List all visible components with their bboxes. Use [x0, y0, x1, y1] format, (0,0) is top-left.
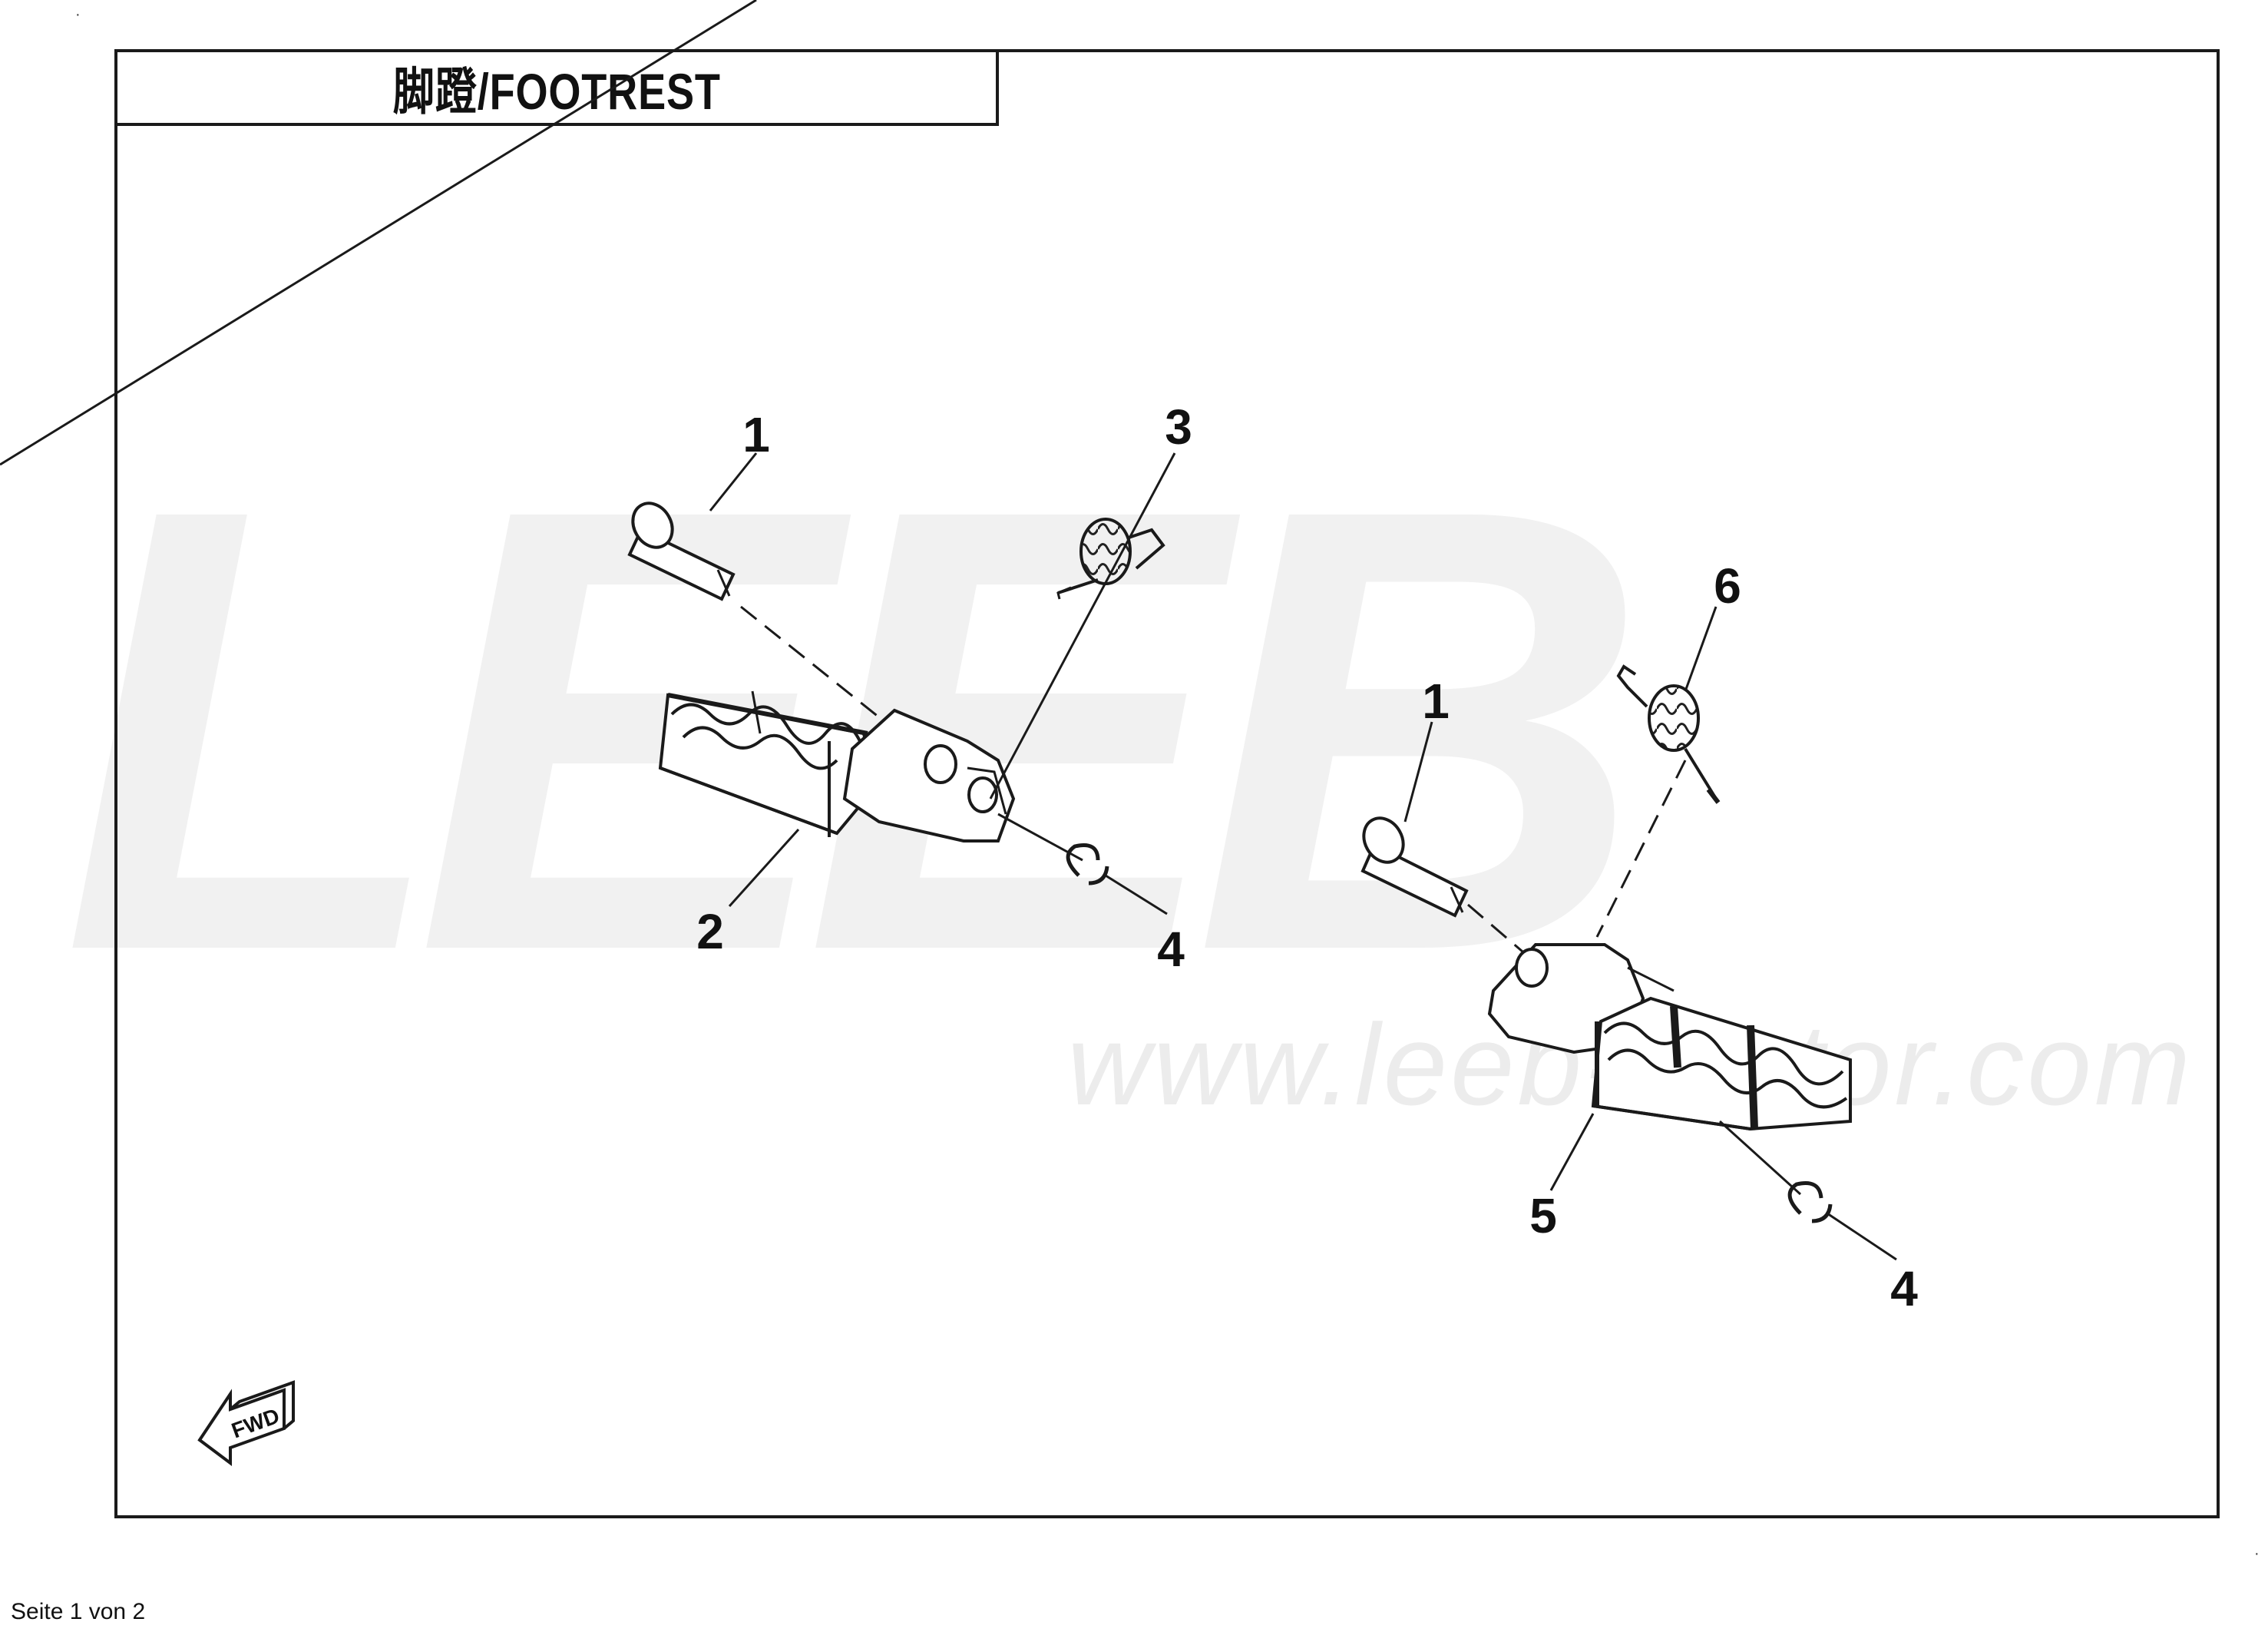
pin-left [627, 502, 736, 601]
eclip-left [1066, 843, 1100, 877]
callout-5: 5 [1529, 1188, 1557, 1243]
title-box: 脚蹬/FOOTREST [114, 49, 999, 126]
drawing-frame [114, 49, 2220, 1518]
right-footrest-assembly [1360, 664, 1852, 1223]
fwd-arrow-icon: FWD [197, 1380, 295, 1466]
leaders-left [0, 0, 1176, 915]
callout-4-right: 4 [1890, 1261, 1918, 1316]
callout-3: 3 [1165, 399, 1192, 455]
callout-2: 2 [696, 904, 724, 959]
page-footer: Seite 1 von 2 [11, 1599, 146, 1624]
spring-right [1616, 664, 1721, 804]
left-footrest-assembly [627, 502, 1165, 886]
callout-6: 6 [1714, 558, 1741, 614]
footrest-bracket-left [842, 708, 1016, 842]
spring-left [1056, 518, 1165, 600]
footrest-body-left [658, 690, 878, 837]
pin-right [1360, 816, 1469, 918]
footrest-body-right [1591, 996, 1852, 1131]
callout-4-left: 4 [1157, 922, 1185, 977]
leaders-right [1403, 606, 1897, 1261]
corner-dot: · [2254, 1545, 2260, 1562]
corner-dot: · [75, 6, 81, 23]
eclip-right [1787, 1181, 1823, 1215]
page-title: 脚蹬/FOOTREST [392, 63, 721, 120]
callout-1-right: 1 [1422, 674, 1450, 729]
callout-1-left: 1 [742, 407, 770, 462]
